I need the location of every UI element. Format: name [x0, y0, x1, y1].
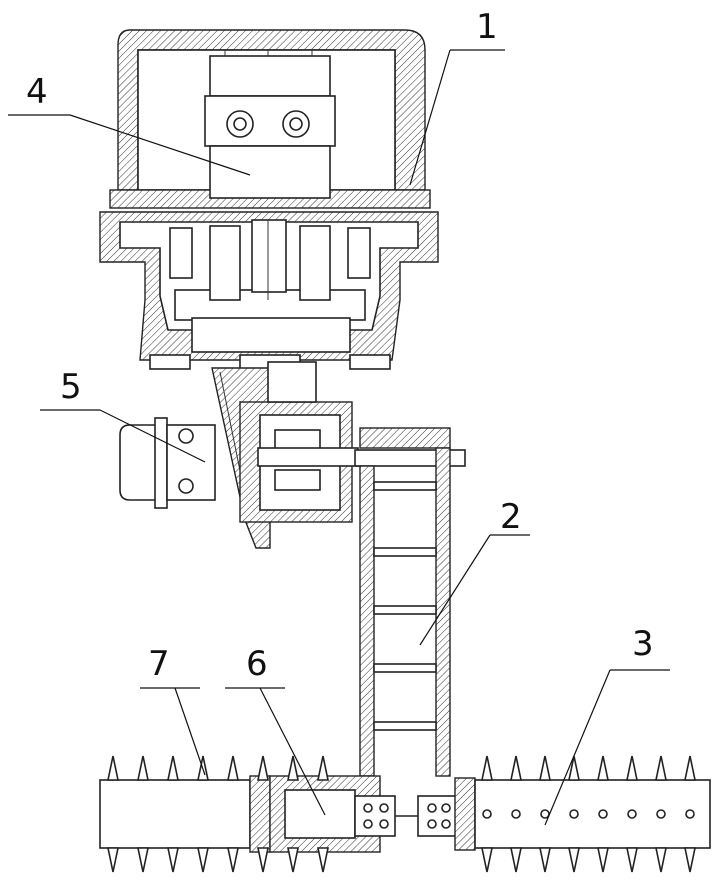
spike: [540, 756, 550, 780]
side-motor-5: [120, 418, 215, 508]
callout-5: 5: [60, 367, 82, 407]
callout-2: 2: [500, 497, 522, 537]
spike: [258, 756, 268, 780]
spike: [685, 756, 695, 780]
spike: [627, 848, 637, 872]
gearbox-housing: [100, 212, 438, 369]
spike: [198, 848, 208, 872]
spike: [598, 848, 608, 872]
spike: [598, 756, 608, 780]
spike: [540, 848, 550, 872]
spike: [569, 848, 579, 872]
spike: [228, 848, 238, 872]
spike: [656, 848, 666, 872]
spike: [108, 756, 118, 780]
spike: [656, 756, 666, 780]
motor-block: [205, 50, 335, 198]
callout-7: 7: [148, 644, 170, 684]
vertical-arm-2: [355, 428, 465, 776]
spike: [627, 756, 637, 780]
spike: [482, 756, 492, 780]
callout-1: 1: [476, 7, 498, 47]
spike: [318, 756, 328, 780]
spike: [228, 756, 238, 780]
spike: [511, 848, 521, 872]
spike: [138, 848, 148, 872]
spike: [318, 848, 328, 872]
spike: [288, 848, 298, 872]
spike: [168, 756, 178, 780]
spike: [108, 848, 118, 872]
coupling-6: [270, 776, 458, 852]
callout-4: 4: [26, 72, 48, 112]
spike-roller-3: [455, 778, 710, 850]
spike: [168, 848, 178, 872]
spike-roller-7: [100, 776, 270, 852]
callout-3: 3: [632, 624, 654, 664]
spike: [258, 848, 268, 872]
spike: [511, 756, 521, 780]
spike: [482, 848, 492, 872]
spike: [138, 756, 148, 780]
callout-6: 6: [246, 644, 268, 684]
bracket: [212, 362, 358, 548]
spike: [685, 848, 695, 872]
spike: [569, 756, 579, 780]
